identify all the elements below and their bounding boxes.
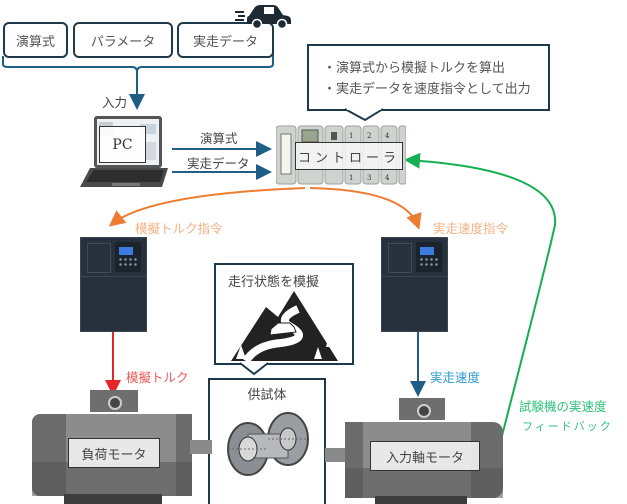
inverter-keypad — [419, 257, 439, 267]
road-callout-title: 走行状態を模擬 — [228, 275, 320, 290]
specimen-box: 供試体 — [208, 378, 326, 504]
car-icon — [235, 5, 291, 30]
torque-label: 模擬トルク — [126, 370, 189, 385]
input-box-formula: 演算式 — [3, 22, 68, 58]
load-motor: 負荷モータ — [32, 390, 212, 504]
load-motor-label: 負荷モータ — [68, 438, 160, 468]
road-callout-pointer — [240, 362, 269, 376]
torque-command-label: 模擬トルク指令 — [135, 221, 223, 236]
controller-callout: ・演算式から模擬トルクを算出 ・実走データを速度指令として出力 — [307, 44, 550, 111]
feedback-label-1: 試験機の実速度 — [519, 399, 607, 414]
module-number: 2 — [367, 132, 371, 140]
speed-command-arrow — [309, 187, 422, 230]
module-number: 1 — [349, 174, 353, 182]
input-shaft-motor-label: 入力軸モータ — [370, 441, 480, 471]
input-shaft-motor: 入力軸モータ — [325, 398, 505, 504]
feedback-arrow — [404, 152, 557, 456]
module-number: 4 — [385, 132, 390, 140]
controller-label: コントローラ — [295, 142, 403, 170]
pc-label: PC — [99, 126, 146, 163]
module-number: 4 — [385, 174, 390, 182]
inverter-display — [119, 247, 133, 255]
input-box-parameters: パラメータ — [73, 22, 173, 58]
driving-data-label: 実走データ — [187, 156, 250, 171]
speed-label: 実走速度 — [430, 370, 481, 385]
gearbox-icon — [227, 412, 309, 476]
torque-command-arrow — [108, 187, 306, 227]
mountain-road-icon — [231, 291, 338, 363]
callout-line-1: ・演算式から模擬トルクを算出 — [323, 61, 506, 76]
inverter-left — [80, 237, 147, 332]
callout-line-2: ・実走データを速度指令として出力 — [323, 82, 531, 97]
inverter-right — [381, 237, 448, 332]
module-number: 3 — [367, 174, 371, 182]
formula-label: 演算式 — [200, 131, 238, 146]
module-number: 1 — [349, 132, 353, 140]
speed-command-label: 実走速度指令 — [433, 221, 509, 236]
specimen-label: 供試体 — [247, 388, 287, 403]
feedback-label-2: フィードバック — [522, 420, 613, 433]
callout-pointer — [345, 108, 384, 122]
road-callout: 走行状態を模擬 — [214, 263, 354, 365]
inverter-keypad — [118, 257, 138, 267]
input-label: 入力 — [102, 95, 128, 110]
inverter-display — [420, 247, 434, 255]
